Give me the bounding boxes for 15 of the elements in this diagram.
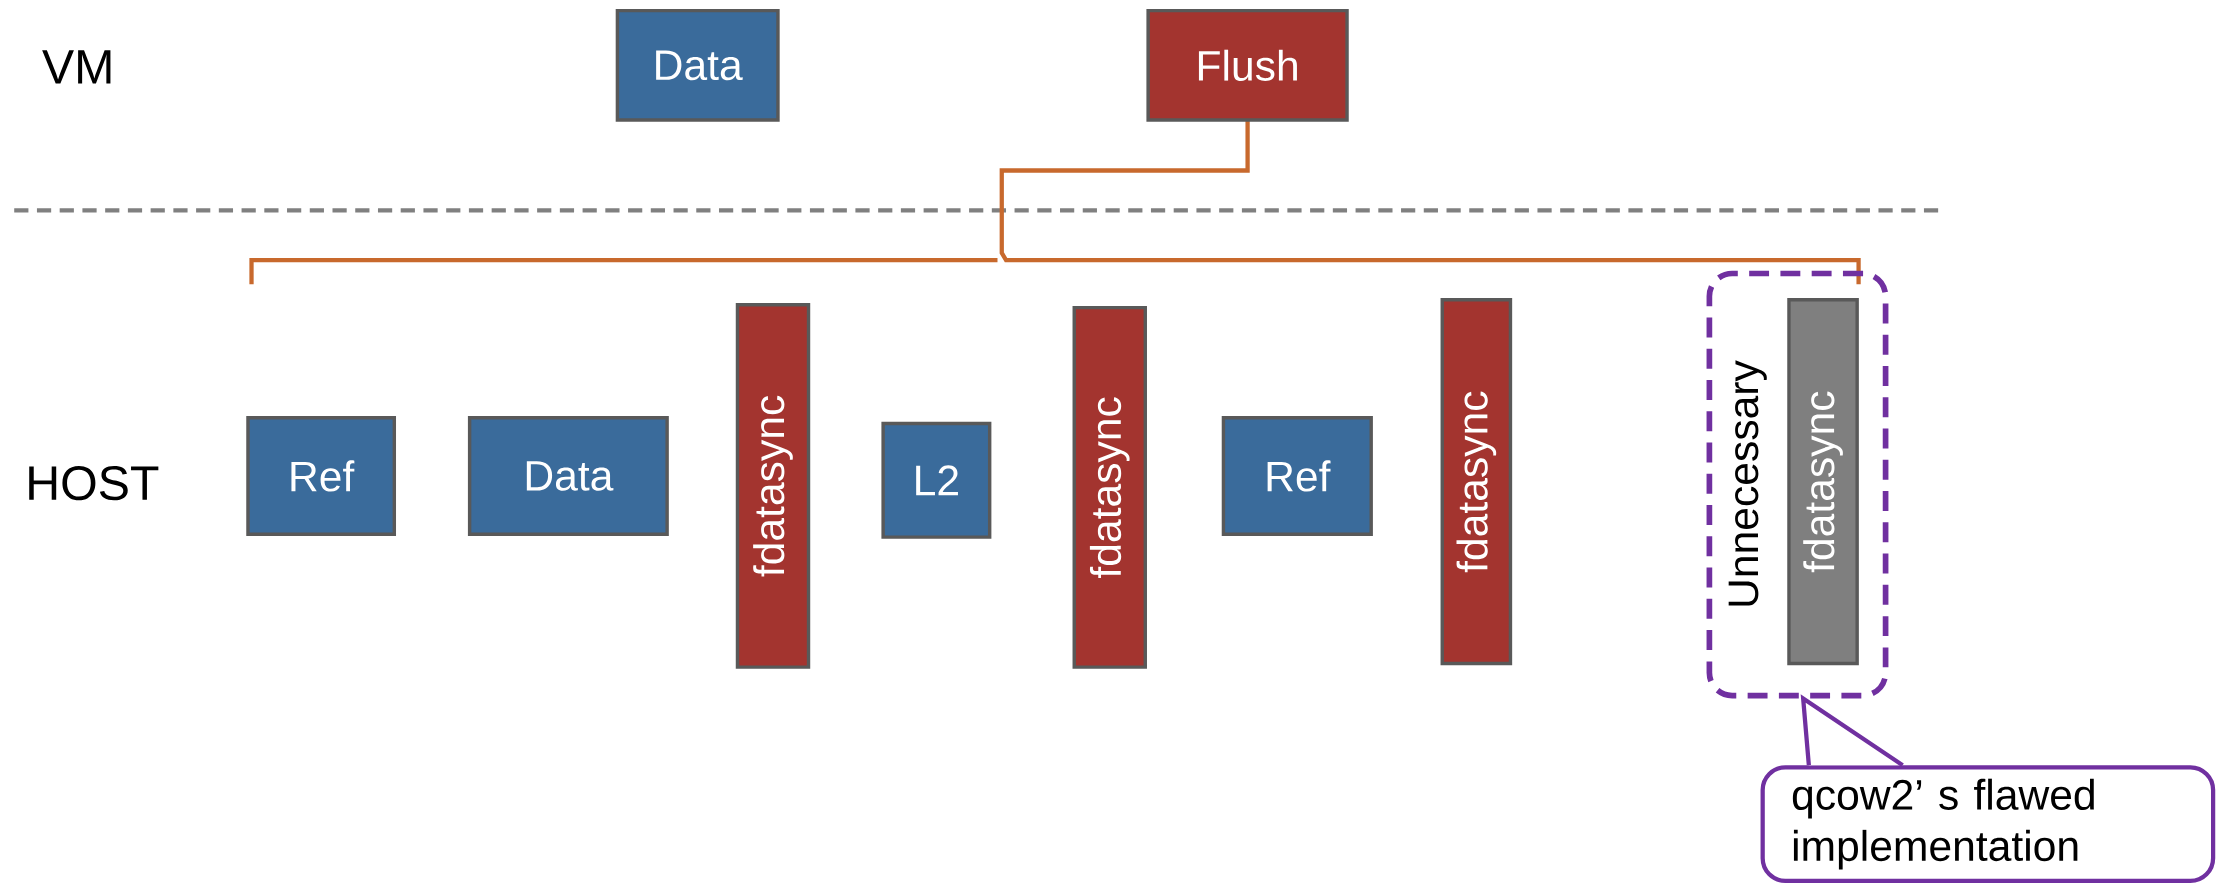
block-box: Flush	[1146, 8, 1349, 122]
block-box: Data	[615, 8, 780, 122]
block-box: fdatasync	[1072, 305, 1147, 669]
block-box: Ref	[246, 416, 397, 536]
leader-line	[1800, 694, 1905, 768]
block-box: L2	[881, 421, 992, 539]
group-label: Unnecessary	[1728, 360, 1767, 606]
callout-box: qcow2’ s flawed implementation	[1760, 765, 2216, 884]
block-box: Ref	[1221, 416, 1373, 536]
row-label: VM	[42, 50, 111, 84]
block-box: fdatasync	[735, 303, 811, 669]
block-box: fdatasync	[1787, 298, 1859, 666]
block-box: fdatasync	[1440, 298, 1513, 666]
block-box: Data	[467, 416, 669, 536]
row-label: HOST	[29, 465, 159, 501]
